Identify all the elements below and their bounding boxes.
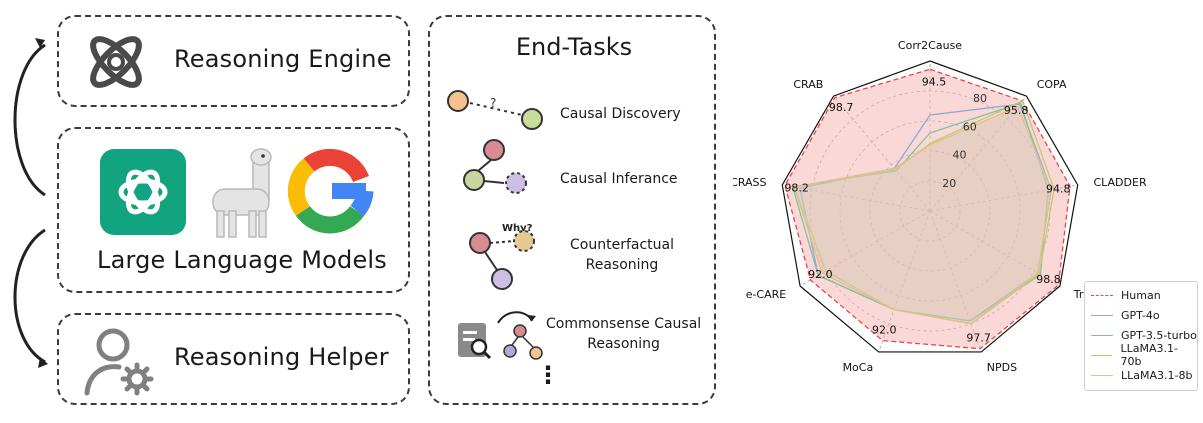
legend-item: LLaMA3.1-8b [1091,367,1192,383]
why-tag: Why? [502,223,533,234]
task-counterfactual-label: Counterfactual Reasoning [570,237,674,273]
left-arrows [13,38,48,368]
end-tasks-box: End-Tasks ? Causal Discovery Causal Infe… [428,15,716,405]
legend-swatch [1091,314,1113,316]
radar-chart: 20406080Corr2CauseCOPACLADDERTramNPDSMoC… [733,39,1147,374]
legend-label: LLaMA3.1-8b [1121,368,1193,382]
axis-label: Corr2Cause [898,39,962,52]
human-value-label: 97.7 [966,331,991,344]
counterfactual-icon: Why? [469,223,535,290]
causal-discovery-icon: ? [447,90,543,130]
legend-item: LLaMA3.1-70b [1091,342,1197,368]
human-value-label: 98.2 [784,182,809,195]
legend-label: GPT-4o [1121,308,1160,322]
causal-inference-icon [463,139,527,194]
llama-icon [212,148,272,238]
more-tasks-ellipsis: ⋮ [536,361,560,389]
legend-item: Human [1091,287,1161,303]
atom-icon [90,36,142,88]
end-tasks-title: End-Tasks [515,33,633,61]
commonsense-icon [458,311,543,360]
human-value-label: 92.0 [808,268,833,281]
reasoning-helper-box: Reasoning Helper [57,313,410,405]
user-gear-icon [84,328,154,396]
axis-label: MoCa [843,361,874,374]
human-value-label: 98.8 [1036,273,1061,286]
axis-label: CRASS [733,176,767,189]
human-value-label: 92.0 [872,323,897,336]
task-causal-discovery-label: Causal Discovery [560,106,681,122]
legend-swatch [1091,354,1113,356]
legend-swatch [1091,374,1113,376]
legend-swatch [1091,334,1113,336]
reasoning-helper-label: Reasoning Helper [174,343,389,371]
task-commonsense-label: Commonsense Causal Reasoning [546,316,702,352]
axis-label: CRAB [793,78,823,91]
axis-label: CLADDER [1093,176,1146,189]
human-value-label: 95.8 [1004,104,1029,117]
legend-item: GPT-4o [1091,307,1160,323]
legend-label: LLaMA3.1-70b [1120,342,1178,368]
reasoning-engine-box: Reasoning Engine [57,15,410,107]
svg-text:?: ? [490,96,496,110]
reasoning-engine-label: Reasoning Engine [174,45,392,73]
google-icon [287,148,374,234]
legend-swatch [1091,294,1113,296]
openai-logo [100,149,186,235]
task-causal-inferance-label: Causal Inferance [560,171,678,187]
human-value-label: 98.7 [829,101,854,114]
llm-box: Large Language Models [57,127,410,293]
legend-label: Human [1121,288,1161,302]
radial-tick-label: 80 [973,92,987,105]
openai-knot-icon [118,169,168,215]
radial-tick-label: 60 [963,120,977,133]
radar-frame [781,60,1079,353]
radial-tick-label: 40 [953,149,967,162]
axis-label: NPDS [987,361,1017,374]
radial-tick-label: 20 [942,177,956,190]
legend-item: GPT-3.5-turbo [1091,327,1197,343]
human-value-label: 94.5 [922,75,947,88]
llm-label: Large Language Models [97,246,387,274]
axis-label: COPA [1037,78,1067,91]
axis-label: e-CARE [746,288,787,301]
legend-label: GPT-3.5-turbo [1121,328,1197,342]
series-llama3-1-8b [793,105,1052,325]
human-value-label: 94.8 [1046,182,1071,195]
